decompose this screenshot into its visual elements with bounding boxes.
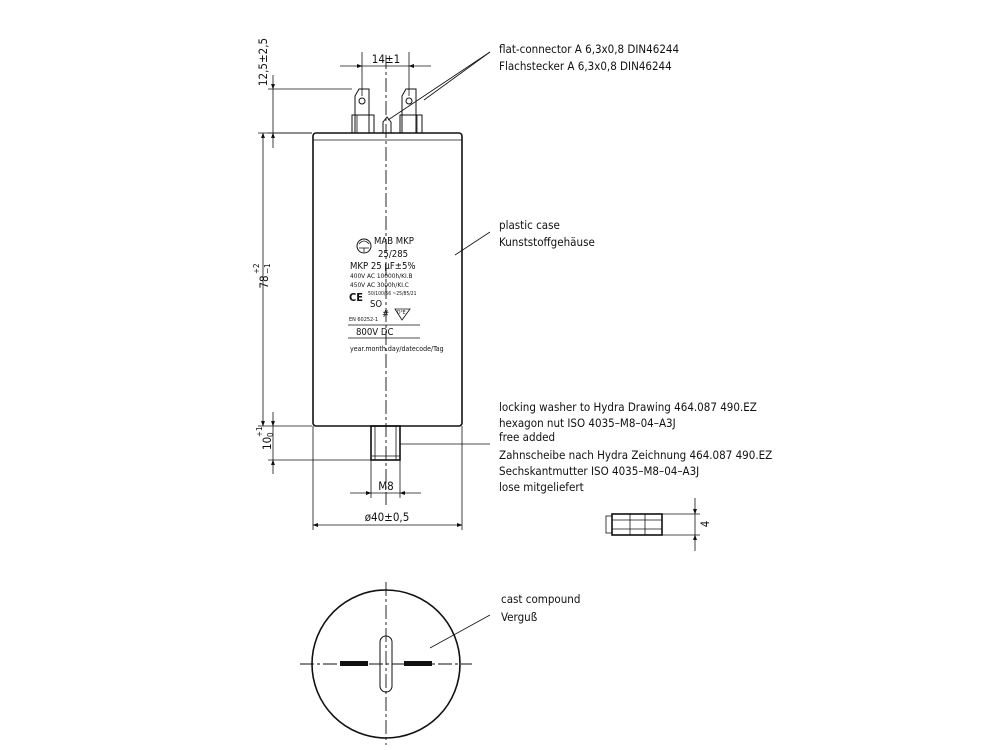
terminal-left (351, 88, 375, 134)
label-standard: EN 60252-1 (349, 317, 378, 323)
label-brand: MAB MKP (374, 236, 414, 247)
vde-mark (394, 308, 411, 321)
right-terminal-blade (404, 661, 432, 666)
dim-stud-thread-text: M8 (378, 479, 394, 493)
note-free-de: lose mitgeliefert (499, 480, 584, 494)
threaded-stud (370, 425, 401, 461)
dim-stud-length-text: 10 (260, 437, 274, 450)
dim-nut-height-text: 4 (698, 521, 712, 528)
label-line2: 450V AC 3000h/KI.C (350, 281, 409, 289)
ce-mark: CE (349, 291, 363, 304)
note-connector-en: flat-connector A 6,3x0,8 DIN46244 (499, 42, 679, 56)
dim-body-height: 78 +2 −1 (252, 132, 312, 427)
note-case-de: Kunststoffgehäuse (499, 235, 595, 249)
label-date: year.month.day/datecode/Tag (350, 345, 444, 353)
note-cast-compound: cast compound Verguß (429, 592, 580, 649)
dim-top-terminal-height: 12,5±2,5 (256, 38, 352, 148)
note-compound-de: Verguß (501, 610, 538, 624)
dim-top-terminal-height-text: 12,5±2,5 (256, 38, 270, 86)
label-rating: 25/285 (378, 249, 408, 260)
brand-logo (356, 238, 372, 254)
note-nut-de: Sechskantmutter ISO 4035–M8–04–A3J (499, 464, 699, 478)
flat-connector-terminals (351, 88, 423, 134)
dim-stud-length-tol-lower: 0 (266, 432, 275, 437)
note-flat-connector: flat-connector A 6,3x0,8 DIN46244 Flachs… (387, 42, 679, 121)
dim-stud-length: 10 +1 0 (255, 412, 371, 474)
dim-terminal-spacing-text: 14±1 (372, 52, 400, 66)
note-hardware: locking washer to Hydra Drawing 464.087 … (400, 400, 772, 494)
center-terminal-slot (379, 635, 393, 693)
hexagon-nut-detail: 4 (605, 498, 712, 551)
note-free-en: free added (499, 430, 555, 444)
label-so: SO (370, 299, 382, 310)
note-case-en: plastic case (499, 218, 560, 232)
dim-body-height-text: 78 (257, 275, 271, 288)
note-washer-en: locking washer to Hydra Drawing 464.087 … (499, 400, 757, 414)
note-connector-de: Flachstecker A 6,3x0,8 DIN46244 (499, 59, 672, 73)
label-hash: # (382, 309, 389, 320)
label-climate: 50/100/56 ~25/85/21 (368, 291, 417, 297)
note-washer-de: Zahnscheibe nach Hydra Zeichnung 464.087… (499, 448, 772, 462)
note-compound-en: cast compound (501, 592, 580, 606)
left-terminal-blade (340, 661, 368, 666)
dim-stud-thread: M8 (350, 460, 421, 498)
dim-diameter: ø40±0,5 (312, 426, 463, 530)
label-line1: 400V AC 10000h/KI.B (350, 272, 413, 280)
note-nut-en: hexagon nut ISO 4035–M8–04–A3J (499, 416, 676, 430)
dim-terminal-spacing: 14±1 (340, 52, 431, 96)
dim-body-height-tol-upper: +2 (252, 263, 261, 274)
label-cert: D°E (397, 310, 406, 316)
dim-body-height-tol-lower: −1 (263, 263, 272, 274)
label-dc: 800V DC (356, 327, 393, 338)
terminal-right (399, 88, 423, 134)
top-view (300, 582, 472, 745)
label-capacitance: MKP 25 µF±5% (350, 261, 416, 272)
note-plastic-case: plastic case Kunststoffgehäuse (454, 218, 595, 256)
product-label: MAB MKP 25/285 MKP 25 µF±5% 400V AC 1000… (348, 236, 444, 353)
dim-diameter-text: ø40±0,5 (365, 510, 410, 524)
dim-stud-length-tol-upper: +1 (255, 426, 264, 437)
